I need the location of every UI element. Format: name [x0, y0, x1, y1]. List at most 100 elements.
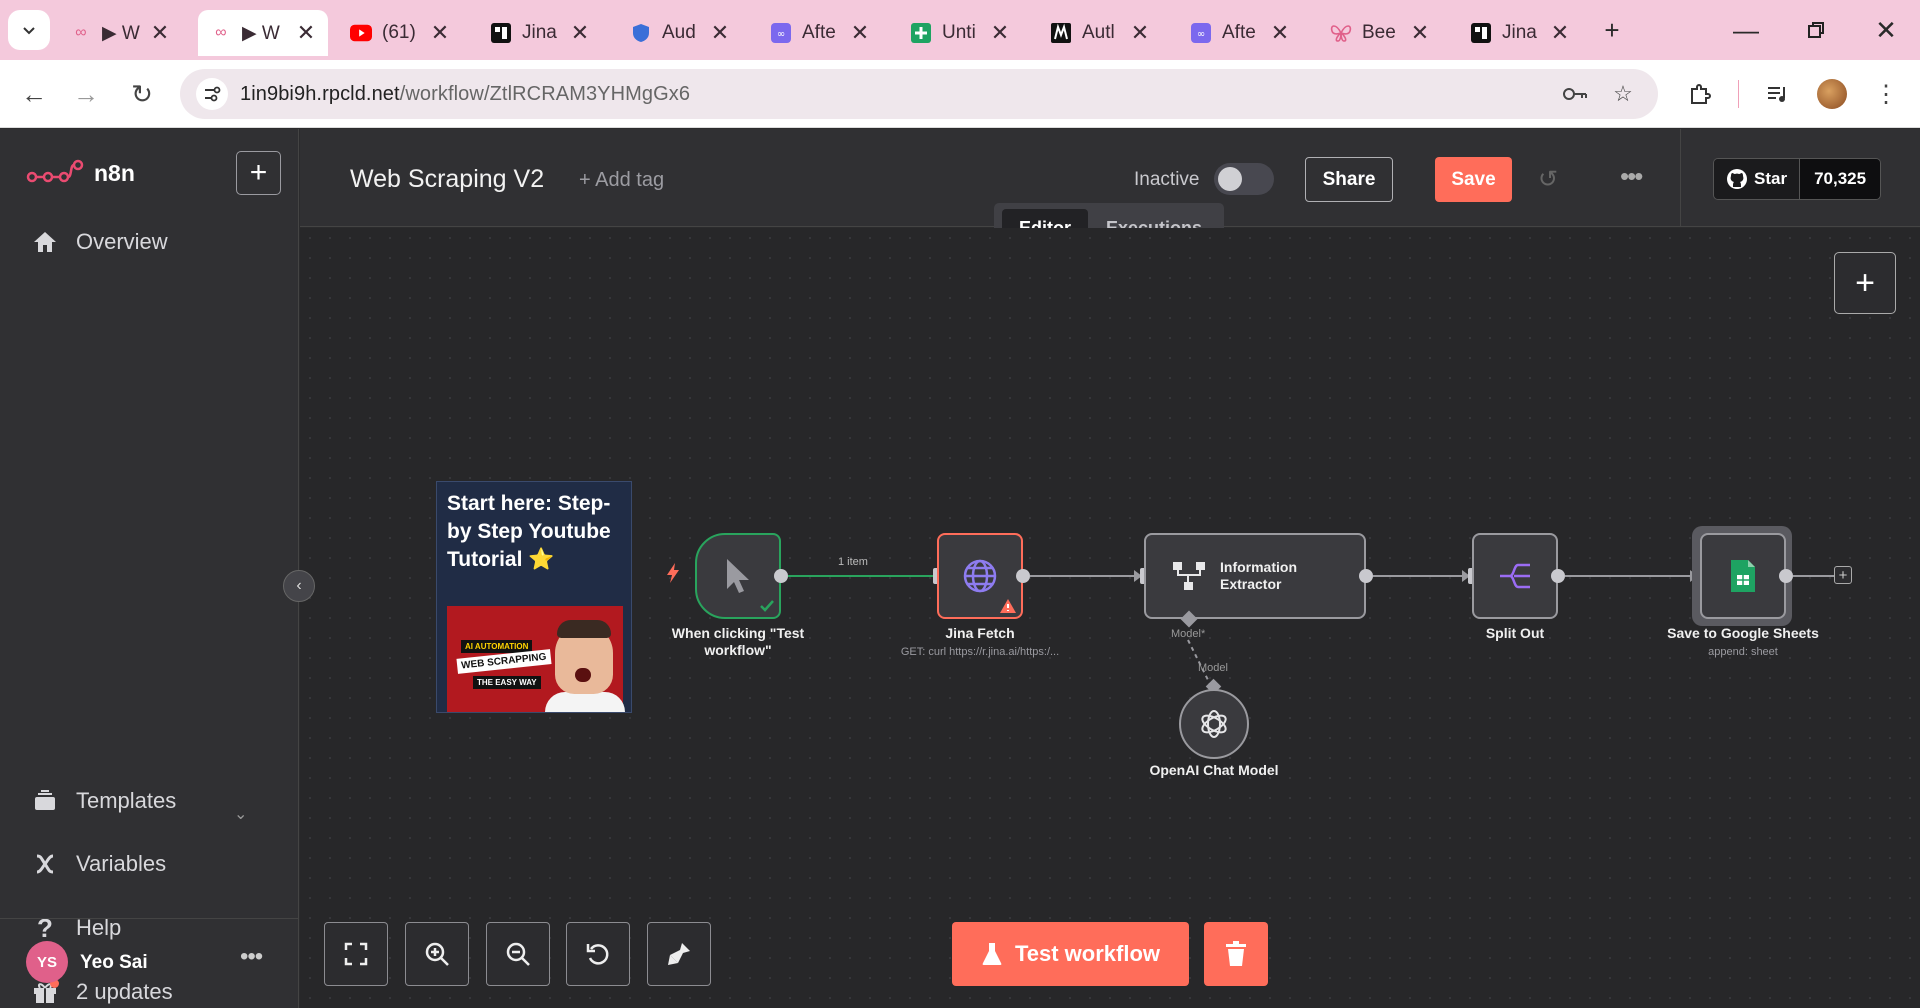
collapse-sidebar-button[interactable]: ‹ — [283, 570, 315, 602]
browser-tab[interactable]: Jina ✕ — [478, 10, 602, 56]
key-icon[interactable] — [1560, 79, 1590, 109]
avatar[interactable]: YS — [26, 941, 68, 983]
user-menu-button[interactable]: ••• — [240, 943, 263, 971]
connection-arrow — [1462, 570, 1470, 582]
github-star-button[interactable]: Star 70,325 — [1713, 158, 1882, 200]
active-toggle[interactable] — [1214, 163, 1274, 195]
test-workflow-button[interactable]: Test workflow — [952, 922, 1189, 986]
close-icon[interactable]: ✕ — [570, 20, 590, 45]
output-handle[interactable] — [1779, 569, 1793, 583]
workflow-menu-button[interactable]: ••• — [1620, 161, 1643, 192]
close-icon[interactable]: ✕ — [296, 20, 316, 45]
node-label: Split Out — [1485, 625, 1545, 641]
browser-tab[interactable]: Autl ✕ — [1038, 10, 1162, 56]
address-bar[interactable]: 1in9bi9h.rpcld.net/workflow/ZtlRCRAM3YHM… — [180, 69, 1658, 119]
thumbnail-mouth — [575, 668, 591, 682]
node-jina-fetch[interactable] — [937, 533, 1023, 619]
close-icon[interactable]: ✕ — [430, 20, 450, 45]
reset-zoom-button[interactable] — [566, 922, 630, 986]
close-icon[interactable]: ✕ — [1130, 20, 1150, 45]
workflow-title[interactable]: Web Scraping V2 — [350, 165, 545, 193]
sidebar-item-help[interactable]: ? Help — [30, 913, 121, 943]
reload-button[interactable]: ↻ — [122, 74, 162, 114]
profile-button[interactable] — [1812, 74, 1852, 114]
tab-search-button[interactable] — [8, 10, 50, 50]
close-icon[interactable]: ✕ — [850, 20, 870, 45]
close-icon[interactable]: ✕ — [1410, 20, 1430, 45]
browser-tab[interactable]: Jina ✕ — [1458, 10, 1582, 56]
n8n-logo[interactable]: n8n — [26, 159, 135, 187]
more-horizontal-icon: ••• — [1620, 161, 1643, 191]
browser-menu-button[interactable]: ⋮ — [1866, 74, 1906, 114]
tab-title: Bee — [1362, 22, 1396, 43]
connection-line[interactable] — [788, 575, 934, 577]
browser-tab[interactable]: (61) ✕ — [338, 10, 462, 56]
browser-tab[interactable]: Bee ✕ — [1318, 10, 1442, 56]
tidy-up-button[interactable] — [647, 922, 711, 986]
sidebar-item-variables[interactable]: Variables — [30, 849, 166, 879]
save-button[interactable]: Save — [1435, 157, 1512, 202]
chevron-down-icon[interactable]: ⌄ — [234, 806, 248, 823]
node-split-out[interactable] — [1472, 533, 1558, 619]
share-button[interactable]: Share — [1305, 157, 1393, 202]
node-manual-trigger[interactable] — [695, 533, 781, 619]
node-label: When clicking "Test workflow" — [671, 625, 805, 658]
node-save-to-google-sheets[interactable] — [1700, 533, 1786, 619]
browser-tab[interactable]: Aud ✕ — [618, 10, 742, 56]
templates-icon — [30, 786, 60, 816]
close-icon[interactable]: ✕ — [1550, 20, 1570, 45]
zoom-out-button[interactable] — [486, 922, 550, 986]
history-button[interactable]: ↺ — [1538, 165, 1558, 194]
close-window-button[interactable]: ✕ — [1866, 10, 1906, 50]
forward-button[interactable]: → — [66, 74, 106, 114]
browser-tab-active[interactable]: ∞ ▶ W ✕ — [198, 10, 328, 56]
output-handle[interactable] — [1359, 569, 1373, 583]
tab-title: Afte — [802, 22, 836, 43]
connection-line[interactable] — [1373, 575, 1463, 577]
add-next-node-button[interactable]: + — [1834, 566, 1852, 584]
browser-tab[interactable]: Unti ✕ — [898, 10, 1022, 56]
close-icon[interactable]: ✕ — [150, 20, 170, 45]
media-control-button[interactable] — [1758, 74, 1798, 114]
extensions-button[interactable] — [1680, 74, 1720, 114]
browser-toolbar: ← → ↻ 1in9bi9h.rpcld.net/workflow/ZtlRCR… — [0, 60, 1920, 128]
success-check-icon — [760, 600, 774, 612]
sidebar-item-overview[interactable]: Overview — [30, 227, 168, 257]
zoom-in-button[interactable] — [405, 922, 469, 986]
minimize-window-button[interactable]: — — [1726, 10, 1766, 50]
close-icon[interactable]: ✕ — [1270, 20, 1290, 45]
add-node-button[interactable]: + — [1834, 252, 1896, 314]
butterfly-icon — [1330, 22, 1352, 44]
zoom-to-fit-button[interactable] — [324, 922, 388, 986]
node-openai-chat-model[interactable] — [1179, 689, 1249, 759]
thumbnail-caption: AI AUTOMATION — [461, 640, 533, 653]
sticky-note[interactable]: Start here: Step-by Step Youtube Tutoria… — [436, 481, 632, 713]
back-button[interactable]: ← — [14, 74, 54, 114]
output-handle[interactable] — [774, 569, 788, 583]
sidebar-item-updates[interactable]: 2 updates — [30, 977, 173, 1007]
sidebar-item-templates[interactable]: Templates — [30, 786, 176, 816]
output-handle[interactable] — [1016, 569, 1030, 583]
cursor-icon — [727, 559, 749, 593]
close-icon[interactable]: ✕ — [990, 20, 1010, 45]
new-tab-button[interactable]: + — [1592, 10, 1632, 50]
restore-window-button[interactable] — [1796, 10, 1836, 50]
output-handle[interactable] — [1551, 569, 1565, 583]
header-divider — [1680, 129, 1681, 227]
delete-button[interactable] — [1204, 922, 1268, 986]
browser-tab[interactable]: ∞ ▶ W ✕ — [58, 10, 182, 56]
close-icon[interactable]: ✕ — [710, 20, 730, 45]
site-info-icon[interactable] — [196, 78, 228, 110]
connection-line[interactable] — [1565, 575, 1691, 577]
connection-line[interactable] — [1030, 575, 1135, 577]
close-icon: ✕ — [1875, 14, 1897, 45]
create-new-button[interactable]: + — [236, 151, 281, 195]
thumbnail-caption: THE EASY WAY — [473, 676, 541, 689]
add-tag-button[interactable]: + Add tag — [579, 169, 665, 191]
browser-tab[interactable]: ∞ Afte ✕ — [758, 10, 882, 56]
node-information-extractor[interactable]: Information Extractor — [1144, 533, 1366, 619]
browser-tab[interactable]: ∞ Afte ✕ — [1178, 10, 1302, 56]
video-thumbnail[interactable]: AI AUTOMATION WEB SCRAPPING THE EASY WAY — [447, 606, 625, 712]
warning-icon — [1000, 599, 1016, 613]
bookmark-star-icon[interactable]: ☆ — [1613, 81, 1633, 106]
